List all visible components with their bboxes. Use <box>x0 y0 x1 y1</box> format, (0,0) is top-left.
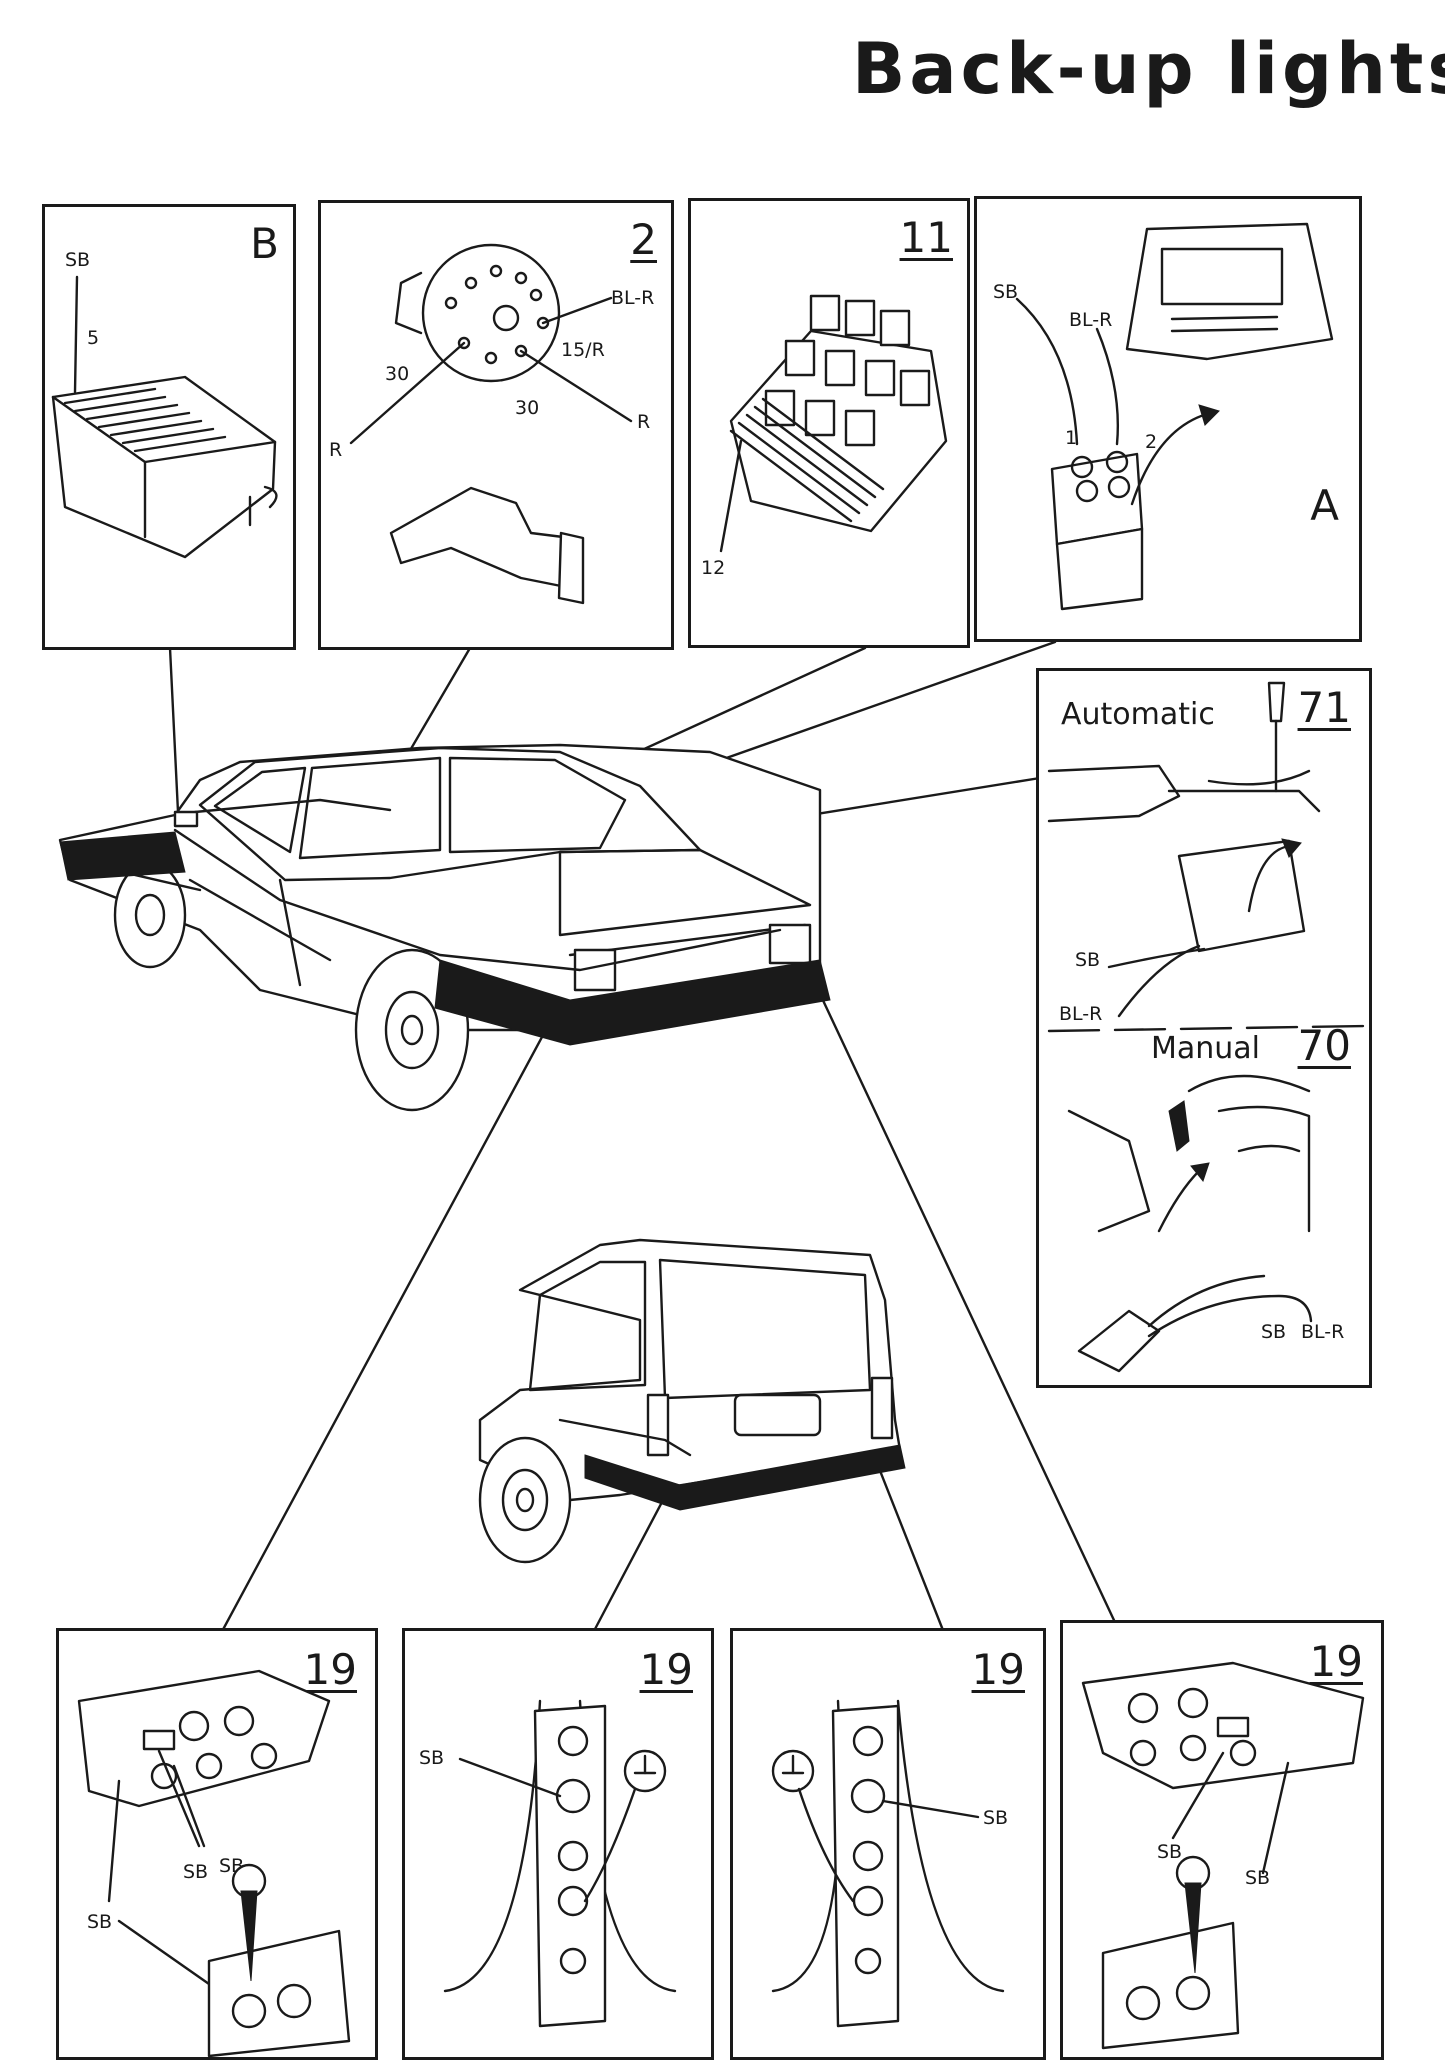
label-sb-3: SB <box>87 1911 113 1933</box>
label-15-r: 15/R <box>561 339 605 361</box>
panel-relay-a: A SB BL-R 1 2 <box>974 196 1362 642</box>
label-sb: SB <box>993 281 1019 303</box>
label-sb-manual: SB <box>1261 1321 1287 1343</box>
label-automatic: Automatic <box>1061 697 1215 732</box>
panel-ref: 19 <box>1309 1637 1363 1686</box>
label-sb-automatic: SB <box>1075 949 1101 971</box>
label-manual: Manual <box>1151 1031 1261 1066</box>
relay-block-icon <box>719 294 948 553</box>
panel-ref: 19 <box>971 1645 1025 1694</box>
panel-ref: 2 <box>630 215 657 264</box>
label-12: 12 <box>701 557 726 579</box>
label-30-right: 30 <box>515 397 540 419</box>
panel-ref: B <box>250 219 279 268</box>
panel-tail-lamp-1: 19 SB SB SB SB <box>56 1628 378 2060</box>
wagon-illustration <box>478 1238 906 1564</box>
label-30-left: 30 <box>385 363 410 385</box>
label-sb-1: SB <box>183 1861 209 1883</box>
label-bl-r-automatic: BL-R <box>1059 1003 1103 1025</box>
relay-icon <box>1015 222 1334 611</box>
label-5: 5 <box>87 327 100 349</box>
page-title: Back-up lights <box>852 28 1445 110</box>
label-2: 2 <box>1145 431 1158 453</box>
panel-tail-lamp-4: 19 SB SB <box>1060 1620 1384 2060</box>
panel-tail-lamp-2: 19 SB <box>402 1628 714 2060</box>
label-sb: SB <box>419 1747 445 1769</box>
label-bl-r: BL-R <box>1069 309 1113 331</box>
panel-ref: A <box>1310 481 1339 530</box>
panel-central-electrical-unit: 11 12 <box>688 198 970 648</box>
panel-gear-switch: Automatic 71 SB BL-R Manual 70 SB BL-R <box>1036 668 1372 1388</box>
tail-lamp-icon <box>77 1669 351 2058</box>
label-r-right: R <box>637 411 651 433</box>
panel-fuse-box-b: B SB 5 <box>42 204 296 650</box>
tail-lamp-icon <box>1081 1661 1365 2050</box>
panel-ref: 11 <box>899 213 953 262</box>
label-bl-r-manual: BL-R <box>1301 1321 1345 1343</box>
tail-lamp-icon <box>771 1699 1005 2028</box>
label-1: 1 <box>1065 427 1078 449</box>
panel-ignition-switch: 2 BL-R 15/R 30 30 R R <box>318 200 674 650</box>
label-bl-r: BL-R <box>611 287 655 309</box>
panel-ref-71: 71 <box>1297 683 1351 732</box>
ignition-switch-icon <box>349 243 633 605</box>
label-sb: SB <box>983 1807 1009 1829</box>
gear-switch-icon <box>1047 681 1367 1373</box>
panel-ref-70: 70 <box>1297 1021 1351 1070</box>
label-sb: SB <box>65 249 91 271</box>
panel-ref: 19 <box>303 1645 357 1694</box>
label-r-left: R <box>329 439 343 461</box>
label-sb-1: SB <box>1157 1841 1183 1863</box>
panel-tail-lamp-3: 19 SB <box>730 1628 1046 2060</box>
panel-ref: 19 <box>639 1645 693 1694</box>
tail-lamp-icon <box>443 1699 677 2028</box>
sedan-illustration <box>58 743 831 1112</box>
fuse-box-icon <box>51 275 278 559</box>
